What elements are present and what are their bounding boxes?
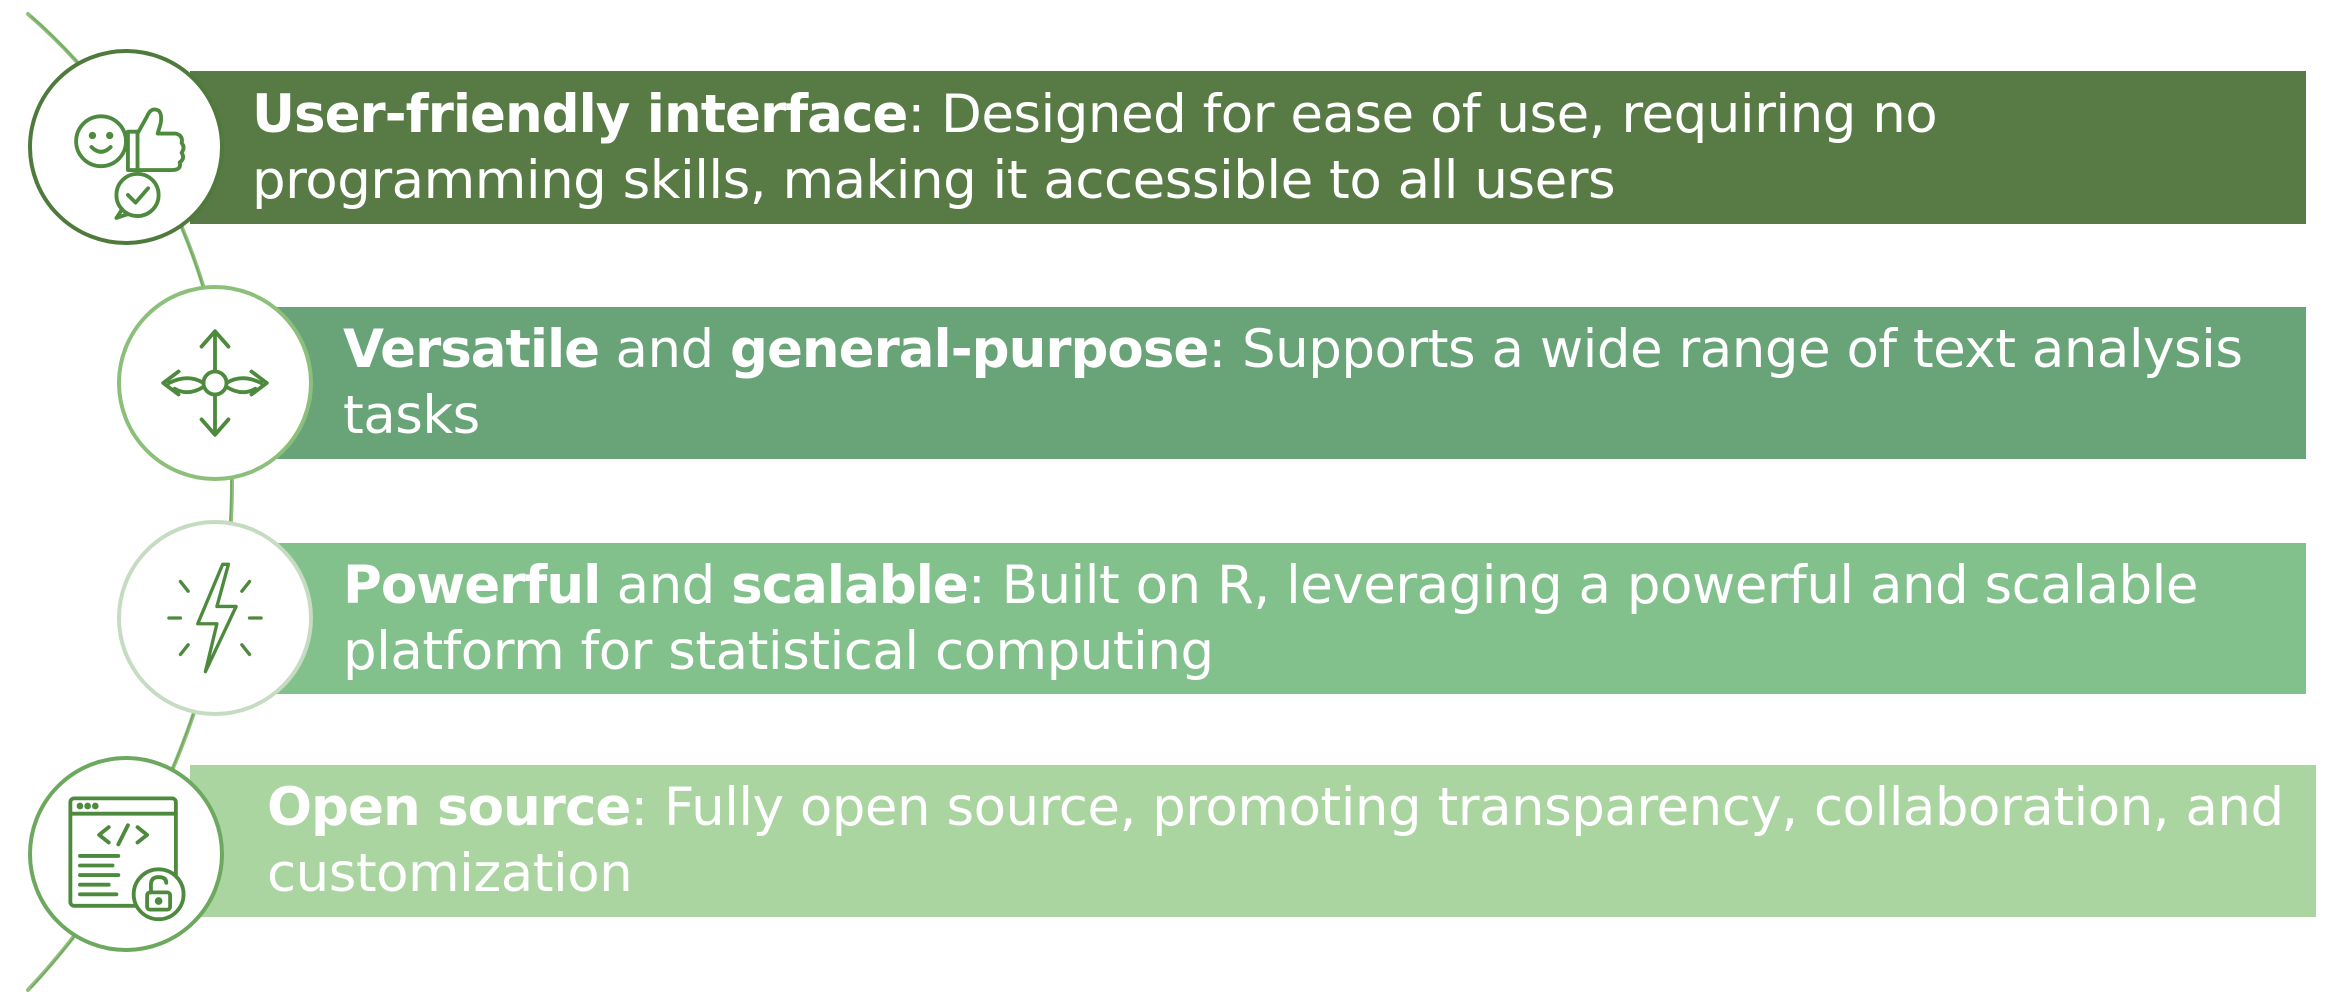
feature-description: : Supports a wide range of text analysis… (343, 319, 2243, 446)
feature-text: Versatile and general-purpose: Supports … (343, 317, 2293, 449)
thumbs-up-feedback-icon (74, 107, 186, 220)
feature-title: Open source (267, 777, 631, 838)
feature-text: Powerful and scalable: Built on R, lever… (343, 553, 2243, 685)
feature-text: User-friendly interface: Designed for ea… (252, 82, 2242, 214)
feature-text: Open source: Fully open source, promotin… (267, 775, 2297, 907)
feature-connector: and (599, 319, 731, 380)
feature-title-2: general-purpose (730, 319, 1209, 380)
feature-connector: and (600, 554, 732, 616)
feature-description: : Built on R, leveraging a powerful and … (343, 554, 2198, 682)
feature-band-open-source: Open source: Fully open source, promotin… (190, 765, 2316, 917)
feature-title-2: scalable (731, 554, 969, 616)
feature-band-versatile: Versatile and general-purpose: Supports … (275, 307, 2306, 459)
icon-circle-powerful (117, 520, 313, 716)
feature-band-user-friendly: User-friendly interface: Designed for ea… (190, 71, 2306, 224)
four-way-arrows-icon (161, 329, 269, 437)
feature-description: : Designed for ease of use, requiring no… (252, 83, 1938, 211)
icon-circle-open-source (28, 756, 224, 952)
code-window-unlock-icon (68, 796, 186, 922)
lightning-bolt-icon (167, 562, 263, 674)
feature-band-powerful: Powerful and scalable: Built on R, lever… (275, 543, 2306, 694)
icon-circle-versatile (117, 285, 313, 481)
feature-description: : Fully open source, promoting transpare… (267, 777, 2284, 904)
feature-title: Versatile (343, 319, 600, 380)
feature-title: Powerful (343, 554, 601, 616)
feature-title: User-friendly interface (252, 83, 908, 145)
icon-circle-user-friendly (28, 49, 224, 245)
